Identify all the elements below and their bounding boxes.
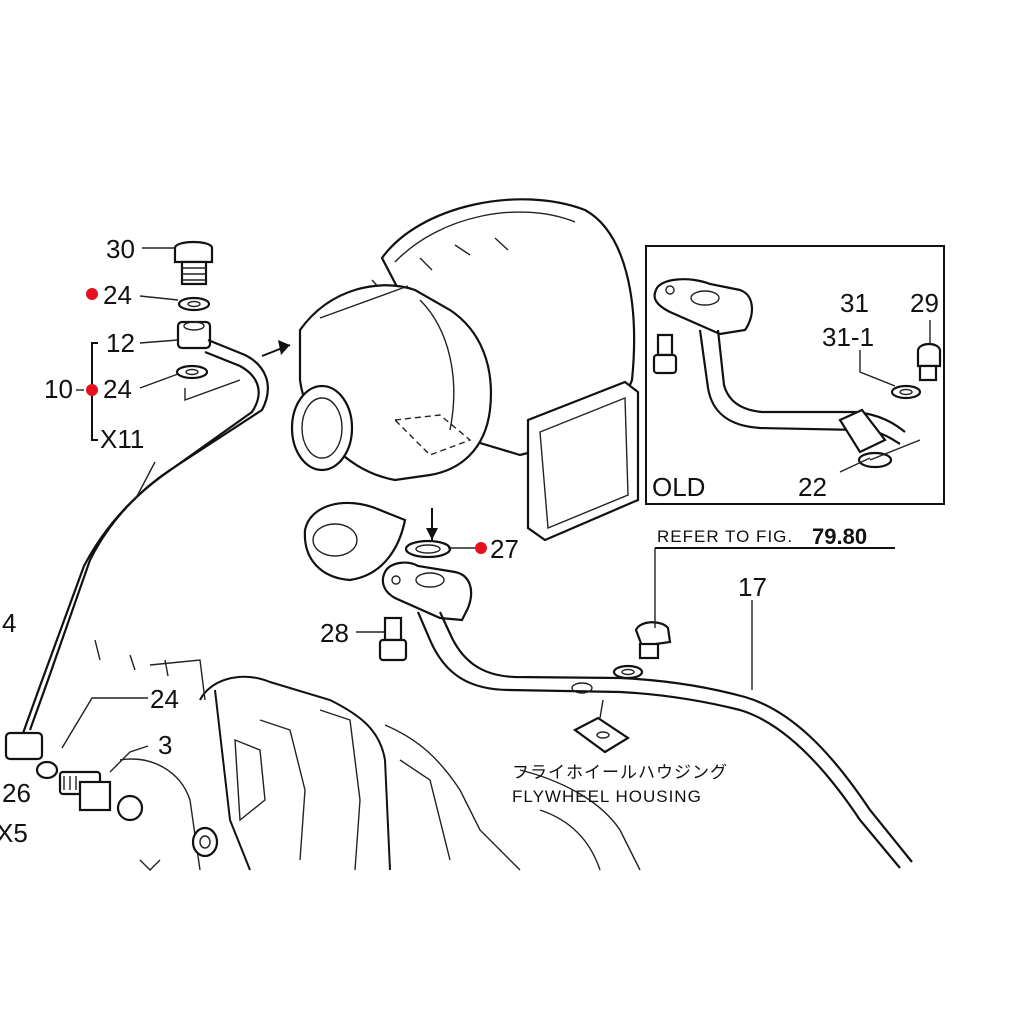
label-3: 3: [158, 730, 172, 760]
label-x5: X5: [0, 818, 28, 848]
label-24-top: 24: [103, 280, 132, 310]
label-4: 4: [2, 608, 16, 638]
red-markers: [86, 288, 487, 554]
label-12: 12: [106, 328, 135, 358]
marker-24-top: [86, 288, 98, 300]
refer-fig-number: 79.80: [812, 524, 867, 549]
marker-24-mid: [86, 384, 98, 396]
label-24-low: 24: [150, 684, 179, 714]
label-30: 30: [106, 234, 135, 264]
turbocharger: [261, 198, 640, 582]
label-24-mid: 24: [103, 374, 132, 404]
part-labels: 30 24 12 10 24 X11 4 24 3 26 X5 27 28 17…: [0, 234, 939, 848]
label-10: 10: [44, 374, 73, 404]
label-29: 29: [910, 288, 939, 318]
oil-feed-pipe: [4, 240, 269, 812]
center-leaders: [356, 547, 895, 690]
label-31: 31: [840, 288, 869, 318]
label-26: 26: [2, 778, 31, 808]
label-31-1: 31-1: [822, 322, 874, 352]
flywheel-housing-jp: フライホイールハウジング: [512, 763, 728, 782]
label-17: 17: [738, 572, 767, 602]
label-28: 28: [320, 618, 349, 648]
oil-return-pipe: [378, 539, 913, 869]
label-22: 22: [798, 472, 827, 502]
marker-27: [475, 542, 487, 554]
old-inset: [645, 245, 945, 505]
label-27: 27: [490, 534, 519, 564]
label-old: OLD: [652, 472, 705, 502]
label-x11: X11: [100, 424, 144, 454]
refer-label: REFER TO FIG.: [657, 527, 793, 546]
engine-block: [94, 639, 641, 871]
flywheel-housing-en: FLYWHEEL HOUSING: [512, 787, 702, 806]
